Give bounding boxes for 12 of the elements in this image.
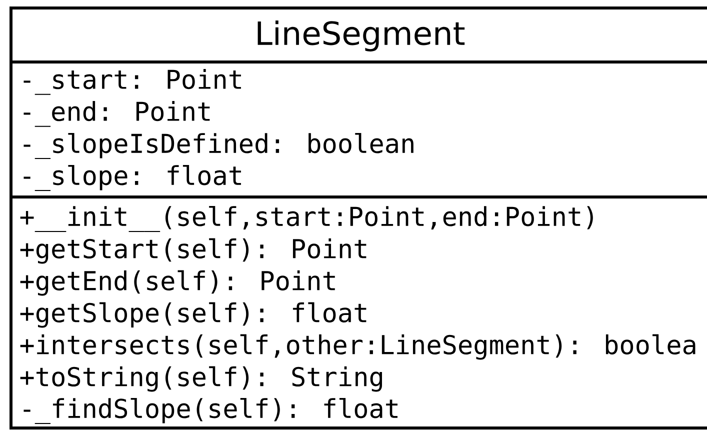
method-text: +getEnd(self): Point bbox=[20, 270, 335, 296]
method-text: -_findSlope(self): float bbox=[24, 398, 398, 424]
method-text: +getSlope(self): float bbox=[20, 302, 366, 328]
method-text: +__init__(self,start:Point,end:Point) bbox=[20, 206, 593, 232]
attribute-text: -_slopeIsDefined: boolean bbox=[24, 132, 414, 159]
method-text: +intersects(self,other:LineSegment): boolea bbox=[20, 334, 696, 360]
method-text: +getStart(self): Point bbox=[20, 238, 366, 264]
method-text: +toString(self): String bbox=[20, 366, 382, 392]
class-name: LineSegment bbox=[258, 20, 465, 52]
attribute-text: -_start: Point bbox=[24, 69, 241, 95]
attribute-text: -_slope: float bbox=[24, 164, 241, 191]
attribute-text: -_end: Point bbox=[24, 101, 210, 127]
